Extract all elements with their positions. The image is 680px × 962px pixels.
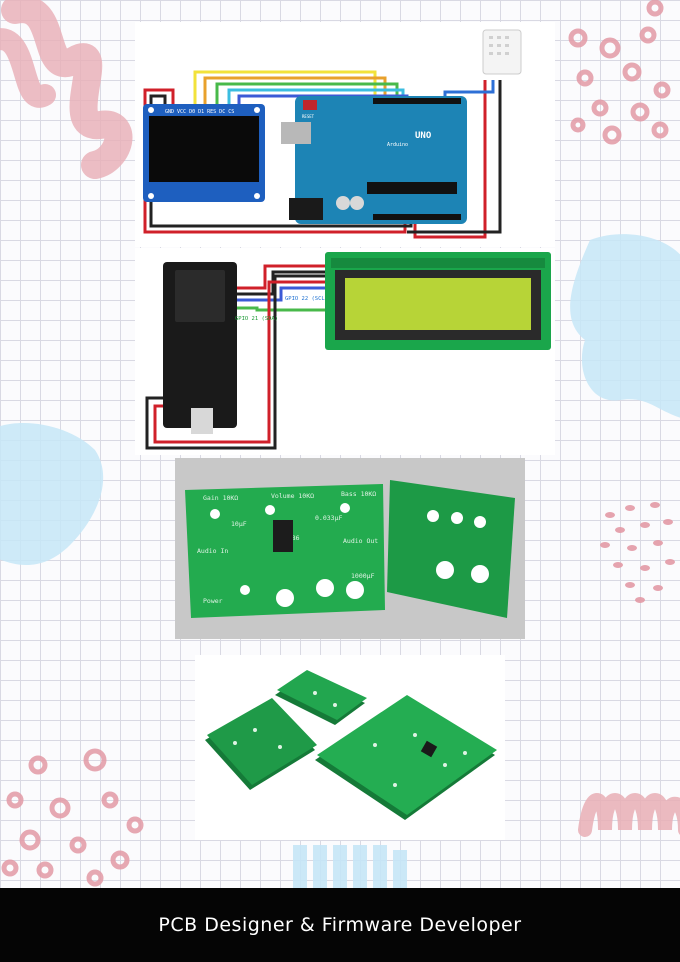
- stacked-pcbs: [195, 655, 505, 840]
- esp32-module: [175, 270, 225, 322]
- arduino-brand-label: Arduino: [387, 142, 408, 148]
- pink-rings: [568, 0, 671, 145]
- lm386-chip: [273, 520, 293, 552]
- atmega-chip: [367, 182, 457, 194]
- power-label: Power: [203, 597, 223, 605]
- capacitor-label: 10μF: [231, 520, 247, 528]
- power-jack: [289, 198, 323, 220]
- wire-black: [407, 80, 502, 234]
- wire-green: [235, 306, 327, 312]
- usb-port: [281, 122, 311, 144]
- lcd-screen: [345, 278, 531, 330]
- pink-scribble: [1, 0, 133, 179]
- volume-label: Volume 10KΩ: [271, 492, 314, 500]
- arduino-oled-circuit: GND VCC D0 D1 RES DC CS RESET UNO Arduin…: [135, 22, 555, 247]
- wire-red: [153, 280, 327, 444]
- wire-black: [145, 274, 327, 450]
- uno-label: UNO: [415, 131, 432, 141]
- blue-blob: [570, 234, 680, 418]
- wire-yellow: [193, 70, 377, 107]
- reset-button: [303, 100, 317, 110]
- pcb-back-board: [387, 480, 515, 618]
- digital-header: [373, 98, 461, 104]
- pink-dashes: [600, 502, 675, 603]
- gpio22-label: GPIO 22 (SCL): [285, 296, 328, 302]
- pink-scribble: [578, 793, 680, 837]
- capacitor-label: 1000μF: [351, 572, 375, 580]
- audio-out-label: Audio Out: [343, 537, 378, 545]
- dht-sensor: [482, 29, 522, 75]
- wire-blue: [235, 286, 327, 302]
- gain-label: Gain 10KΩ: [203, 494, 238, 502]
- oled-screen: [149, 116, 259, 182]
- blue-stripes: [293, 845, 407, 888]
- wire-red: [235, 264, 327, 290]
- pink-rings: [1, 748, 144, 887]
- footer-title: PCB Designer & Firmware Developer: [158, 914, 522, 936]
- audio-in-label: Audio In: [197, 547, 228, 555]
- blue-blob: [0, 423, 104, 565]
- oled-pin-labels: GND VCC D0 D1 RES DC CS: [165, 109, 234, 115]
- gpio21-label: GPIO 21 (SDA): [235, 316, 278, 322]
- audio-amplifier-pcb: Gain 10KΩ Volume 10KΩ Bass 10KΩ 0.033μF …: [175, 458, 525, 639]
- esp32-usb: [191, 408, 213, 434]
- wire-red: [413, 80, 487, 239]
- esp32-lcd-circuit: GPIO 22 (SCL) GPIO 21 (SDA): [135, 248, 555, 455]
- pink-scribble: [0, 28, 56, 108]
- bass-label: Bass 10KΩ: [341, 490, 376, 498]
- reset-label: RESET: [302, 114, 315, 119]
- analog-header: [373, 214, 461, 220]
- wire-green: [215, 82, 399, 107]
- capacitor-label: 0.033μF: [315, 514, 342, 522]
- footer-bar: PCB Designer & Firmware Developer: [0, 888, 680, 962]
